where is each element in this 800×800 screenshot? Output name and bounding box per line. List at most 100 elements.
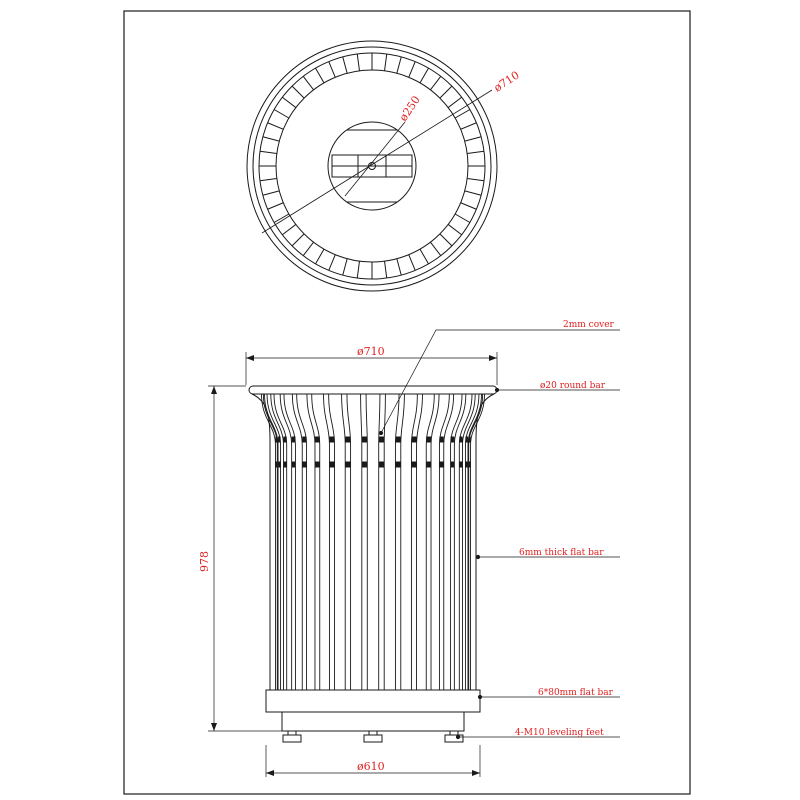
top-bar [439,85,453,99]
annotation-cover: 2mm cover [563,320,615,330]
inner-ring-slot [361,436,368,443]
top-cover-circle [327,121,417,211]
front-flat-bar [453,393,467,690]
inner-ring-slot [275,436,278,443]
front-height-label: 978 [198,551,211,572]
front-flat-bar [323,393,330,690]
top-outer-rim [246,40,498,292]
inner-ring-slot [468,461,471,468]
top-bar [342,258,348,276]
front-flat-bar [264,393,279,690]
inner-ring-slot [395,461,401,468]
front-flat-bar [378,393,381,690]
leader-dot [477,694,483,700]
front-flat-bar [410,393,418,690]
top-bar [267,122,284,130]
inner-ring-slot [450,436,455,443]
top-bar [291,233,305,247]
front-flat-bar [270,393,284,690]
top-bar [384,261,388,279]
inner-ring-slot [302,461,307,468]
inner-ring-slot [361,461,368,468]
inner-ring-slot [278,461,281,468]
inner-ring-slot [439,461,444,468]
front-base-width-label: ø610 [357,760,385,773]
front-flat-bar [464,393,480,690]
top-bar [328,254,336,271]
front-flat-bar [311,393,321,690]
top-bar [291,85,305,99]
front-flat-bar [468,393,484,690]
inner-ring-slot [329,461,335,468]
dim-arrow [472,770,480,776]
top-bar [408,61,416,78]
top-bar [396,56,402,74]
annotation-feet: 4-M10 leveling feet [515,728,604,738]
leader-dot [494,387,500,393]
annotation-round-bar: ø20 round bar [540,381,606,391]
inner-ring-slot [302,436,307,443]
inner-ring-slot [345,436,351,443]
front-flat-bar [328,393,336,690]
front-flat-bar [450,393,463,690]
top-bar [267,202,284,210]
top-view-bars [259,53,485,279]
top-rim-inner [252,46,492,286]
inner-ring-slot [314,461,320,468]
inner-ring-slot [411,461,417,468]
top-bar [356,261,360,279]
top-bar [419,248,429,265]
top-bar [259,178,277,182]
dim-arrow [489,355,497,361]
inner-ring-slot [314,436,320,443]
dim-arrow [246,355,254,361]
annotation-flat-bar: 6mm thick flat bar [519,548,604,558]
top-bar [302,76,314,91]
dim-arrow [211,723,217,731]
inner-ring-slot [291,461,296,468]
top-bar [273,109,290,119]
inner-ring-slot [426,461,432,468]
top-bar [454,213,471,223]
top-bar [356,53,360,71]
front-flat-bar [458,393,473,690]
top-round-bar-rim [248,385,498,395]
leader-cover [380,329,620,434]
inner-ring-slot [426,436,432,443]
inner-ring-slot [459,436,463,443]
inner-ring-slot [278,436,281,443]
top-view [246,40,498,292]
top-bar [460,122,477,130]
annotation-base-bar: 6*80mm flat bar [538,688,614,698]
front-flat-bar [360,393,363,690]
inner-ring-slot [378,436,385,443]
front-flat-bar [262,393,278,690]
leveling-foot [363,730,383,743]
body-right-flare [475,393,495,690]
inner-ring-slot [395,436,401,443]
inner-ring-slot [459,461,463,468]
inner-ring-slot [329,436,335,443]
inner-ring-slot [283,461,287,468]
front-flat-bar [430,393,440,690]
top-bar [342,56,348,74]
front-flat-bar [306,393,316,690]
top-cover-diameter-label: ø250 [397,94,423,124]
body-left-flare [251,393,271,690]
front-flat-bar [261,393,276,690]
top-bar [273,213,290,223]
front-flat-bar [341,393,346,690]
dim-arrow [266,770,274,776]
front-flat-bar [467,393,482,690]
top-bar [259,150,277,154]
inner-ring-slot [468,436,471,443]
top-bar [262,136,280,142]
front-flat-bar [416,393,423,690]
front-flat-bar [279,393,293,690]
front-flat-bar [266,393,282,690]
inner-ring-slots [275,436,471,468]
top-bar [302,241,314,256]
top-bar [430,76,442,91]
top-bar [430,241,442,256]
